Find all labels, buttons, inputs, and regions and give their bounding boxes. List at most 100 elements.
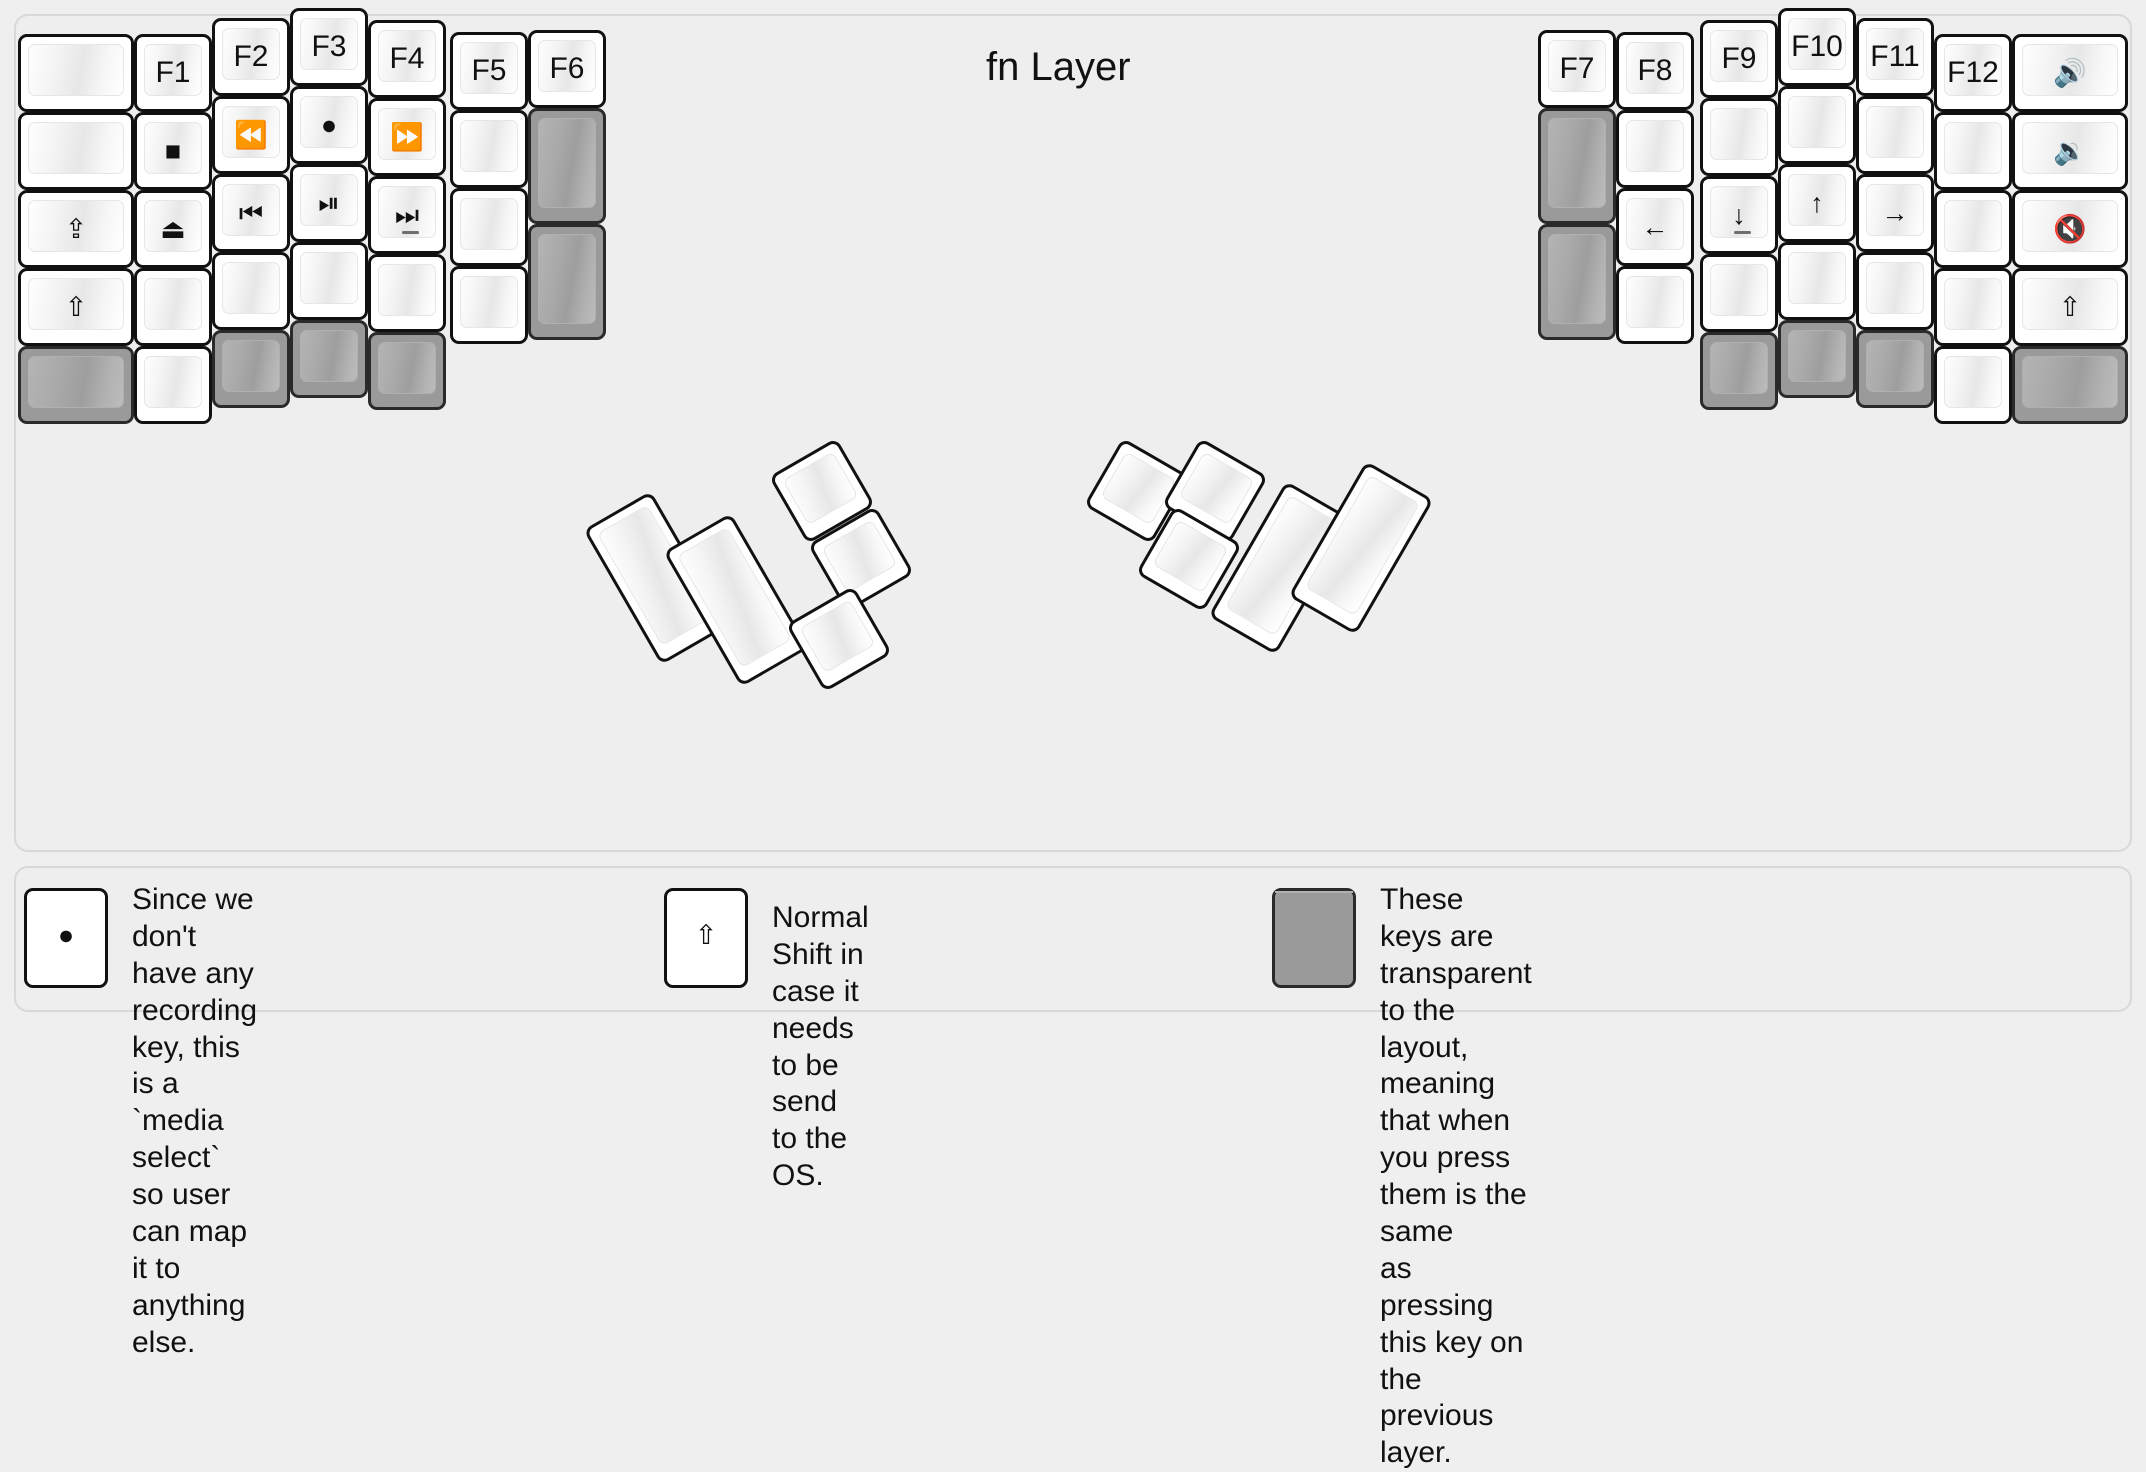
key-col-f4-r2[interactable]: ⏩ xyxy=(368,98,446,176)
key-label: F4 xyxy=(389,42,425,75)
keycap-surface xyxy=(1866,184,1924,236)
key-col-f11-r4[interactable] xyxy=(1856,252,1934,330)
key-col-f9-r2[interactable] xyxy=(1700,98,1778,176)
key-col-outer-right-r5[interactable] xyxy=(2012,346,2128,424)
key-col-f11-r5[interactable] xyxy=(1856,330,1934,408)
key-col-f3-r4[interactable] xyxy=(290,242,368,320)
keycap-surface xyxy=(378,342,436,394)
key-col-f9-r1[interactable]: F9 xyxy=(1700,20,1778,98)
keycap-surface xyxy=(1788,252,1846,304)
keycap-surface xyxy=(1548,234,1606,324)
legend-transparent-text: These keys are transparent to the layout… xyxy=(1380,883,1532,1470)
keycap-surface xyxy=(1710,30,1768,82)
key-col-outer-right-r3[interactable]: 🔇 xyxy=(2012,190,2128,268)
arrow-down-icon: ↓ xyxy=(1732,199,1746,230)
key-col-f3-r1[interactable]: F3 xyxy=(290,8,368,86)
key-label: F3 xyxy=(311,30,347,63)
key-label: F8 xyxy=(1637,54,1673,87)
key-col-f7-r3[interactable] xyxy=(1538,224,1616,340)
keycap-surface xyxy=(300,96,358,148)
key-col-f3-r5[interactable] xyxy=(290,320,368,398)
key-col-f2-r2[interactable]: ⏪ xyxy=(212,96,290,174)
key-col-f5-r2[interactable] xyxy=(450,110,528,188)
key-col-f6-r3[interactable] xyxy=(528,224,606,340)
key-col-f11-r2[interactable] xyxy=(1856,96,1934,174)
key-col-f4-r1[interactable]: F4 xyxy=(368,20,446,98)
key-col-f8-r2[interactable] xyxy=(1616,110,1694,188)
key-col-f8-r1[interactable]: F8 xyxy=(1616,32,1694,110)
keycap-surface xyxy=(28,200,124,252)
keycap-surface xyxy=(1866,262,1924,314)
keycap-surface xyxy=(300,252,358,304)
keycap-surface xyxy=(1626,276,1684,328)
keycap-surface xyxy=(300,174,358,226)
key-col-f8-r3[interactable]: ← xyxy=(1616,188,1694,266)
key-col-f1-r3[interactable]: ⏏ xyxy=(134,190,212,268)
key-col-f11-r3[interactable]: → xyxy=(1856,174,1934,252)
key-col-f2-r4[interactable] xyxy=(212,252,290,330)
key-col-f6-r1[interactable]: F6 xyxy=(528,30,606,108)
keycap-surface xyxy=(782,451,859,526)
keycap-surface xyxy=(1866,106,1924,158)
key-col-f9-r5[interactable] xyxy=(1700,332,1778,410)
key-col-f4-r4[interactable] xyxy=(368,254,446,332)
keycap-surface xyxy=(300,18,358,70)
key-col-f1-r2[interactable]: ■ xyxy=(134,112,212,190)
key-col-f2-r3[interactable]: ⏮ xyxy=(212,174,290,252)
legend-record-text: Since we don't have any recording key, t… xyxy=(132,883,258,1359)
keycap-surface xyxy=(2022,122,2118,174)
keycap-surface xyxy=(460,42,518,94)
key-col-outer-left-r2[interactable] xyxy=(18,112,134,190)
key-col-f10-r1[interactable]: F10 xyxy=(1778,8,1856,86)
key-col-f4-r5[interactable] xyxy=(368,332,446,410)
key-col-f2-r5[interactable] xyxy=(212,330,290,408)
key-col-f11-r1[interactable]: F11 xyxy=(1856,18,1934,96)
key-col-f5-r4[interactable] xyxy=(450,266,528,344)
keycap-surface xyxy=(2022,44,2118,96)
key-col-f10-r5[interactable] xyxy=(1778,320,1856,398)
key-col-f9-r3[interactable]: ↓ xyxy=(1700,176,1778,254)
keycap-surface xyxy=(28,278,124,330)
key-col-outer-right-r1[interactable]: 🔊 xyxy=(2012,34,2128,112)
key-col-f1-r4[interactable] xyxy=(134,268,212,346)
key-col-f8-r4[interactable] xyxy=(1616,266,1694,344)
key-col-f10-r3[interactable]: ↑ xyxy=(1778,164,1856,242)
keycap-surface xyxy=(799,599,876,674)
key-col-f10-r4[interactable] xyxy=(1778,242,1856,320)
key-col-f5-r3[interactable] xyxy=(450,188,528,266)
arrow-up-icon: ↑ xyxy=(1810,187,1824,218)
legend-shift-text: Normal Shift in case it needs to be send… xyxy=(772,901,869,1193)
key-col-f3-r2[interactable]: ● xyxy=(290,86,368,164)
key-col-f2-r1[interactable]: F2 xyxy=(212,18,290,96)
key-col-f12-r3[interactable] xyxy=(1934,190,2012,268)
key-col-f7-r2[interactable] xyxy=(1538,108,1616,224)
volume-mute-icon: 🔇 xyxy=(2053,213,2087,244)
key-col-outer-right-r2[interactable]: 🔉 xyxy=(2012,112,2128,190)
media-eject-icon: ⏏ xyxy=(160,213,186,244)
key-col-outer-right-r4[interactable]: ⇧ xyxy=(2012,268,2128,346)
key-col-f6-r2[interactable] xyxy=(528,108,606,224)
media-fast-forward-icon: ⏩ xyxy=(390,121,424,152)
key-col-f10-r2[interactable] xyxy=(1778,86,1856,164)
key-col-f3-r3[interactable]: ⏯ xyxy=(290,164,368,242)
key-col-f4-r3[interactable]: ⏭ xyxy=(368,176,446,254)
key-col-outer-left-r5[interactable] xyxy=(18,346,134,424)
key-col-f12-r2[interactable] xyxy=(1934,112,2012,190)
keycap-surface xyxy=(821,519,898,594)
key-col-f5-r1[interactable]: F5 xyxy=(450,32,528,110)
key-col-outer-left-r4[interactable]: ⇧ xyxy=(18,268,134,346)
key-col-f9-r4[interactable] xyxy=(1700,254,1778,332)
key-col-outer-left-r3[interactable]: ⇪ xyxy=(18,190,134,268)
key-col-outer-left-r1[interactable] xyxy=(18,34,134,112)
legend-panel xyxy=(14,866,2132,1012)
key-col-f12-r1[interactable]: F12 xyxy=(1934,34,2012,112)
keycap-surface xyxy=(460,120,518,172)
keycap-surface xyxy=(1626,120,1684,172)
keycap-surface xyxy=(460,198,518,250)
key-col-f12-r4[interactable] xyxy=(1934,268,2012,346)
key-col-f12-r5[interactable] xyxy=(1934,346,2012,424)
key-col-f1-r1[interactable]: F1 xyxy=(134,34,212,112)
key-col-f1-r5[interactable] xyxy=(134,346,212,424)
key-col-f7-r1[interactable]: F7 xyxy=(1538,30,1616,108)
